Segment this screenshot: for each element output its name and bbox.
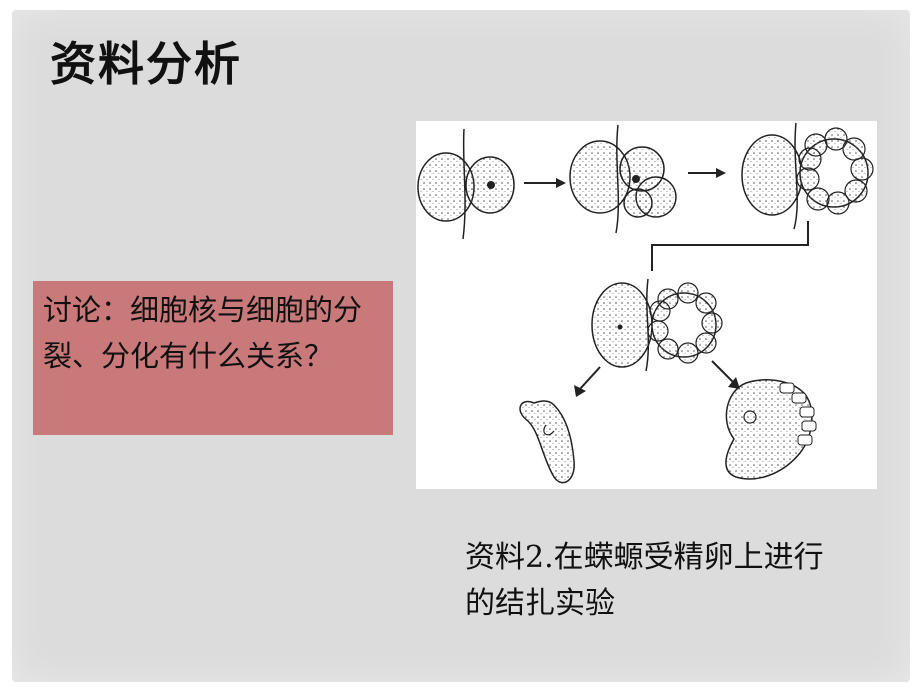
arrow-down-left-icon (574, 366, 601, 397)
ligation-experiment-figure (416, 121, 877, 489)
arrow-down-right-icon (711, 360, 740, 389)
arrow-right-icon (524, 178, 566, 188)
egg-cell-stage-4 (591, 278, 723, 372)
experiment-diagram (417, 122, 874, 484)
figure-caption: 资料2.在蝾螈受精卵上进行的结扎实验 (465, 540, 824, 621)
connector-line (651, 221, 809, 271)
discussion-box: 讨论：细胞核与细胞的分裂、分化有什么关系？ (33, 281, 393, 435)
egg-cell-stage-2 (569, 124, 677, 234)
egg-cell-stage-1 (417, 128, 515, 240)
slide-title: 资料分析 (50, 37, 242, 91)
embryo-icon (725, 379, 817, 480)
egg-cell-stage-3 (741, 122, 874, 230)
arrow-right-icon (688, 168, 726, 178)
embryo-icon (519, 400, 575, 484)
